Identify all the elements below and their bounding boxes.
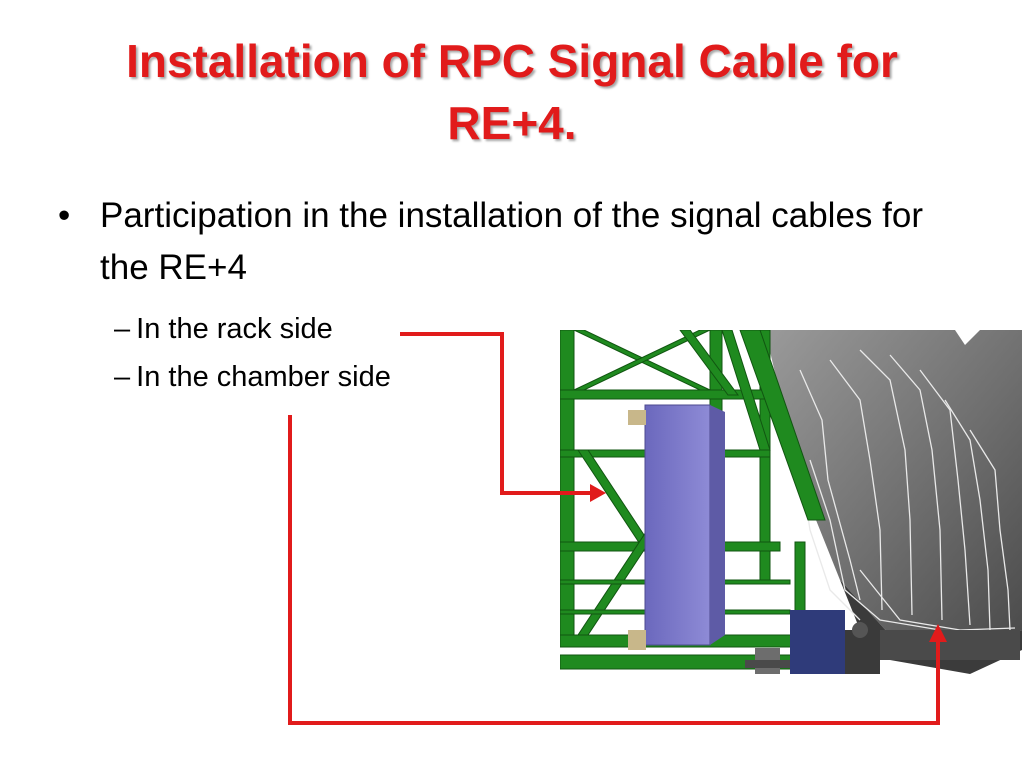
slide-title: Installation of RPC Signal Cable for RE+… — [126, 35, 898, 149]
bullet-text: Participation in the installation of the… — [100, 196, 923, 287]
sub-dash: – — [114, 361, 131, 393]
subitem-chamber-side: – In the chamber side — [114, 358, 938, 396]
rpc-chamber-installation-render — [560, 330, 1022, 674]
bullet-list: • Participation in the installation of t… — [58, 190, 938, 396]
bullet-item: • Participation in the installation of t… — [58, 190, 938, 294]
sub-dash: – — [114, 313, 131, 345]
subitem-rack-side: – In the rack side — [114, 310, 938, 348]
subitem-text: In the rack side — [136, 313, 333, 345]
subitem-text: In the chamber side — [136, 361, 391, 393]
bullet-marker: • — [58, 196, 71, 235]
